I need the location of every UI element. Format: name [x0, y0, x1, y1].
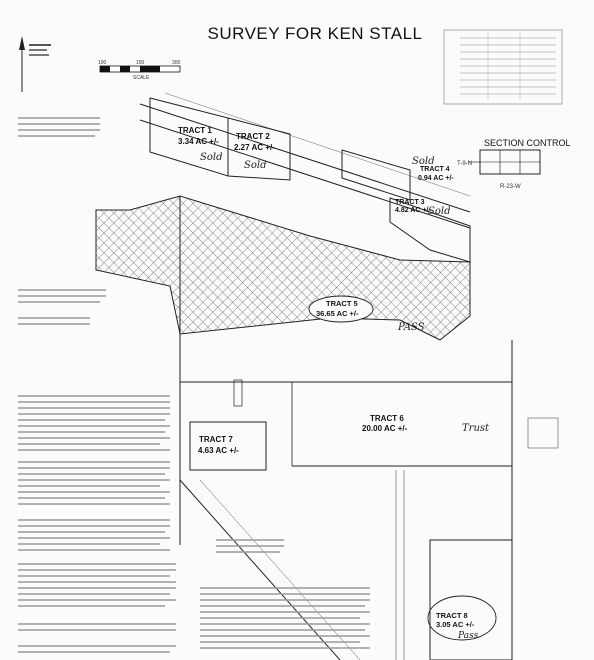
scale-tick-2: 150	[136, 60, 145, 66]
tract-8-boundary	[429, 539, 513, 660]
tract-1-name: TRACT 1	[178, 126, 212, 135]
scale-tick-1: 100	[98, 60, 107, 66]
tract-3-area: 4.82 AC +/-	[395, 207, 431, 214]
notes-block	[18, 117, 370, 653]
tract-8-area: 3.05 AC +/-	[436, 620, 475, 629]
tract-4-label: Sold TRACT 4 0.94 AC +/-	[412, 156, 454, 182]
curve-table	[443, 29, 563, 105]
tract-7-area: 4.63 AC +/-	[198, 446, 239, 455]
tract-2-boundary	[227, 117, 291, 181]
scale-bar: 100 150 300 SCALE	[98, 60, 181, 81]
tract-8-name: TRACT 8	[436, 611, 468, 620]
tract-5-name: TRACT 5	[326, 299, 358, 308]
tract-6-note: Trust	[462, 423, 490, 434]
tract-1-note: Sold	[200, 152, 222, 163]
tract-1-area: 3.34 AC +/-	[178, 137, 219, 146]
tract-5-hatched-area	[95, 195, 471, 341]
tract-7-label: TRACT 7 4.63 AC +/-	[198, 435, 239, 455]
southern-diagonal-line-2	[199, 479, 361, 660]
ne-detail-box	[527, 417, 559, 449]
tract-3-name: TRACT 3	[395, 199, 425, 206]
tract-3-note: Sold	[428, 206, 450, 217]
tract-4-name: TRACT 4	[420, 166, 450, 173]
easement-box	[233, 379, 243, 407]
scale-label: SCALE	[133, 75, 150, 81]
tract-3-boundary	[389, 197, 471, 263]
tract-8-note: Pass	[457, 631, 479, 641]
scale-tick-3: 300	[172, 60, 181, 66]
tract-2-name: TRACT 2	[236, 132, 270, 141]
tract-8-circle	[427, 595, 497, 641]
tract-5-label: TRACT 5 36.65 AC +/- PASS	[308, 295, 425, 333]
tract-5-area: 36.65 AC +/-	[316, 309, 359, 318]
tract-4-boundary	[341, 149, 411, 201]
tract-4-note: Sold	[412, 156, 434, 167]
tract-2-label: TRACT 2 2.27 AC +/- Sold	[234, 132, 275, 171]
tract-2-area: 2.27 AC +/-	[234, 143, 275, 152]
tract-7-boundary	[189, 421, 267, 471]
section-control-inset: SECTION CONTROL T-9-N R-23-W	[457, 138, 571, 190]
section-control-title: SECTION CONTROL	[484, 138, 571, 148]
tract-6-area: 20.00 AC +/-	[362, 424, 408, 433]
highway	[139, 92, 471, 229]
tract-6-name: TRACT 6	[370, 414, 404, 423]
tract-8-label: TRACT 8 3.05 AC +/- Pass	[436, 611, 479, 641]
tract-1-label: TRACT 1 3.34 AC +/- Sold	[178, 126, 222, 163]
tract-5-note: PASS	[397, 322, 425, 333]
tract-2-note: Sold	[244, 160, 266, 171]
tract-3-label: TRACT 3 4.82 AC +/- Sold	[395, 199, 450, 217]
tract-7-name: TRACT 7	[199, 435, 233, 444]
north-arrow-icon	[19, 36, 51, 92]
tract-6-label: TRACT 6 20.00 AC +/- Trust	[362, 414, 490, 434]
township-label: T-9-N	[457, 161, 472, 167]
tract-4-area: 0.94 AC +/-	[418, 175, 454, 182]
southern-diagonal-line	[179, 479, 341, 660]
page-title: SURVEY FOR KEN STALL	[207, 24, 423, 43]
range-label: R-23-W	[500, 184, 521, 190]
